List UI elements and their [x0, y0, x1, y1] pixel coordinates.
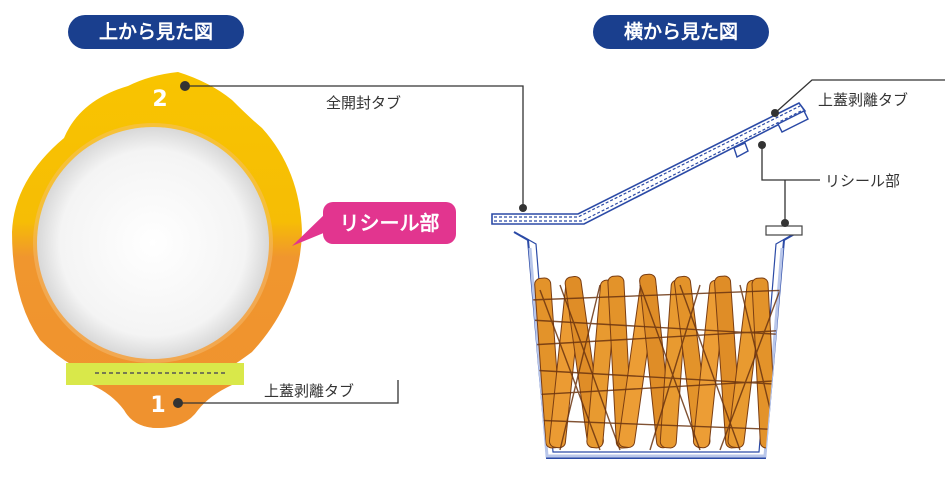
tab-number-2: 2 [152, 87, 167, 112]
label-full-open-tab: 全開封タブ [326, 94, 402, 112]
snack-sticks [529, 273, 784, 451]
leader-reseal-side [758, 141, 820, 227]
leader-lid-peel-tab-top [173, 380, 399, 408]
label-reseal-side: リシール部 [825, 172, 901, 190]
side-view-heading: 横から見た図 [593, 15, 769, 49]
top-view-lid [12, 72, 302, 428]
side-view-lid [491, 101, 809, 236]
label-lid-peel-tab-side: 上蓋剥離タブ [818, 91, 909, 109]
reseal-badge-pointer [292, 213, 326, 246]
label-lid-peel-tab-top: 上蓋剥離タブ [264, 382, 355, 400]
side-view-cup [513, 231, 799, 459]
leader-full-open-tab [180, 81, 527, 212]
top-view-heading: 上から見た図 [68, 15, 244, 49]
tab-number-1: 1 [150, 393, 165, 418]
reseal-badge-top: リシール部 [323, 202, 456, 244]
leader-lid-peel-tab-side [771, 79, 945, 117]
